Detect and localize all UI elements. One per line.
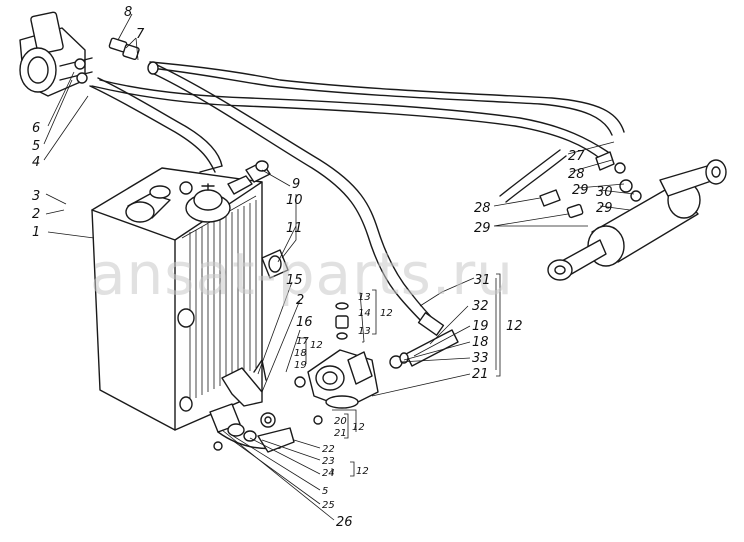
hose-upper-pair (91, 61, 625, 161)
valve-block-top-left (19, 11, 93, 97)
callout-26: 26 (336, 515, 353, 530)
callout-29c: 29 (474, 221, 491, 236)
callout-21b: 21 (334, 428, 347, 439)
leader-lines (43, 13, 635, 521)
hydraulic-cylinder (547, 159, 727, 281)
cylinder-fittings-28-29 (539, 151, 615, 219)
callout-18b: 18 (472, 335, 489, 350)
callout-20: 20 (334, 416, 347, 427)
callout-28: 28 (568, 167, 585, 182)
callout-12b: 12 (310, 340, 323, 351)
suction-line-fittings (209, 403, 295, 453)
callout-5: 5 (32, 139, 40, 154)
hose-cylinder-return (499, 149, 567, 203)
callout-29: 29 (572, 183, 589, 198)
callout-13: 13 (358, 292, 371, 303)
callout-16: 16 (296, 315, 313, 330)
callout-3: 3 (32, 189, 40, 204)
hose-to-cylinder (89, 77, 223, 173)
callout-11: 11 (286, 221, 303, 236)
group-brackets (300, 273, 501, 477)
callout-labels: 8 7 6 5 4 3 2 1 9 10 11 15 2 16 13 14 12… (32, 5, 613, 530)
callout-4: 4 (32, 155, 40, 170)
callout-25: 25 (322, 500, 335, 511)
callout-31: 31 (474, 273, 491, 288)
watermark-text: ansat-parts.ru (90, 240, 514, 308)
callout-12d: 12 (352, 422, 365, 433)
hose-diagonal-long (147, 61, 445, 336)
callout-8: 8 (124, 5, 132, 20)
callout-21: 21 (472, 367, 489, 382)
callout-12e: 12 (356, 466, 369, 477)
callout-33: 33 (472, 351, 489, 366)
callout-9: 9 (292, 177, 300, 192)
fitting-part-8 (108, 37, 140, 61)
callout-23: 23 (322, 456, 335, 467)
callout-2: 2 (32, 207, 40, 222)
callout-17: 17 (296, 336, 309, 347)
callout-29b: 29 (596, 201, 613, 216)
callout-30: 30 (596, 185, 613, 200)
fitting-parts-13-14 (335, 302, 349, 340)
callout-28b: 28 (474, 201, 491, 216)
mounting-bracket (221, 359, 267, 407)
callout-15: 15 (286, 273, 303, 288)
callout-5b: 5 (322, 486, 328, 497)
callout-13b: 13 (358, 326, 371, 337)
fitting-part-9 (245, 160, 271, 183)
callout-2b: 2 (296, 293, 304, 308)
callout-6: 6 (32, 121, 40, 136)
callout-10: 10 (286, 193, 303, 208)
callout-19: 19 (294, 360, 307, 371)
callout-1: 1 (32, 225, 40, 240)
callout-19b: 19 (472, 319, 489, 334)
callout-12c: 12 (506, 319, 523, 334)
fitting-part-11 (261, 249, 289, 279)
callout-32: 32 (472, 299, 489, 314)
callout-22: 22 (322, 444, 335, 455)
callout-18: 18 (294, 348, 307, 359)
callout-27: 27 (568, 149, 585, 164)
callout-12: 12 (380, 308, 393, 319)
callout-7: 7 (136, 27, 145, 42)
callout-24: 24 (322, 468, 335, 479)
pump-assembly (294, 349, 379, 425)
callout-14: 14 (358, 308, 371, 319)
